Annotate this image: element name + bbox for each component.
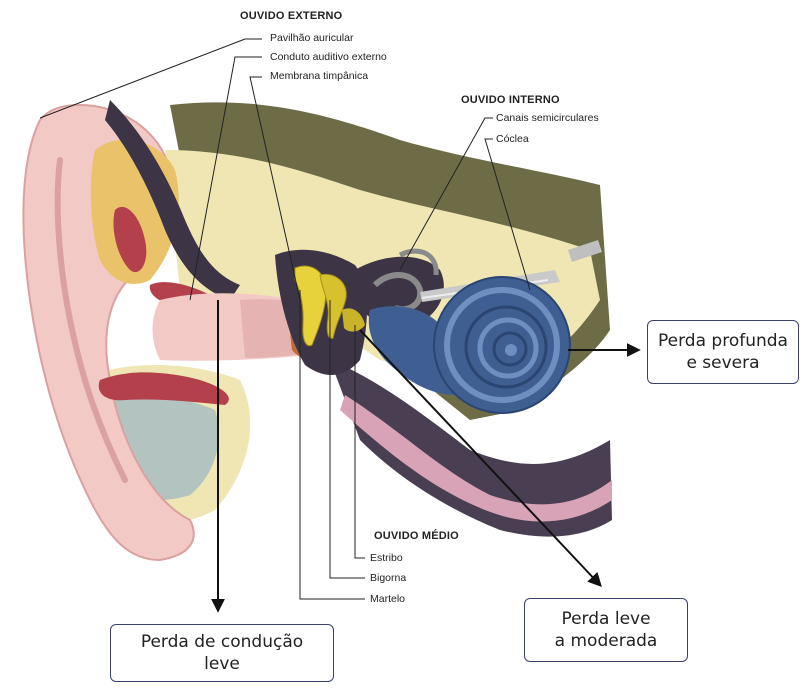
callout-mild-line2: a moderada (555, 630, 658, 652)
label-canais-semicirculares: Canais semicirculares (496, 112, 599, 124)
cochlea-apex (505, 344, 517, 356)
cochlea (434, 277, 570, 413)
label-conduto-auditivo: Conduto auditivo externo (270, 51, 387, 63)
label-bigorna: Bigorna (370, 572, 406, 584)
callout-profound-line1: Perda profunda (658, 330, 788, 352)
label-membrana-timpanica: Membrana timpânica (270, 70, 368, 82)
callout-conductive-line1: Perda de condução (141, 631, 303, 653)
callout-profound-line2: e severa (686, 352, 759, 374)
label-coclea: Cóclea (496, 133, 529, 145)
callout-conductive-loss: Perda de condução leve (110, 624, 334, 682)
callout-conductive-line2: leve (204, 653, 240, 675)
inner-ear-heading: OUVIDO INTERNO (461, 94, 560, 106)
callout-mild-moderate-loss: Perda leve a moderada (524, 598, 688, 662)
middle-ear-heading: OUVIDO MÉDIO (374, 530, 459, 542)
callout-mild-line1: Perda leve (561, 608, 650, 630)
label-pavilhao-auricular: Pavilhão auricular (270, 32, 353, 44)
outer-ear-heading: OUVIDO EXTERNO (240, 10, 342, 22)
callout-profound-loss: Perda profunda e severa (647, 320, 799, 384)
label-estribo: Estribo (370, 552, 403, 564)
label-martelo: Martelo (370, 593, 405, 605)
